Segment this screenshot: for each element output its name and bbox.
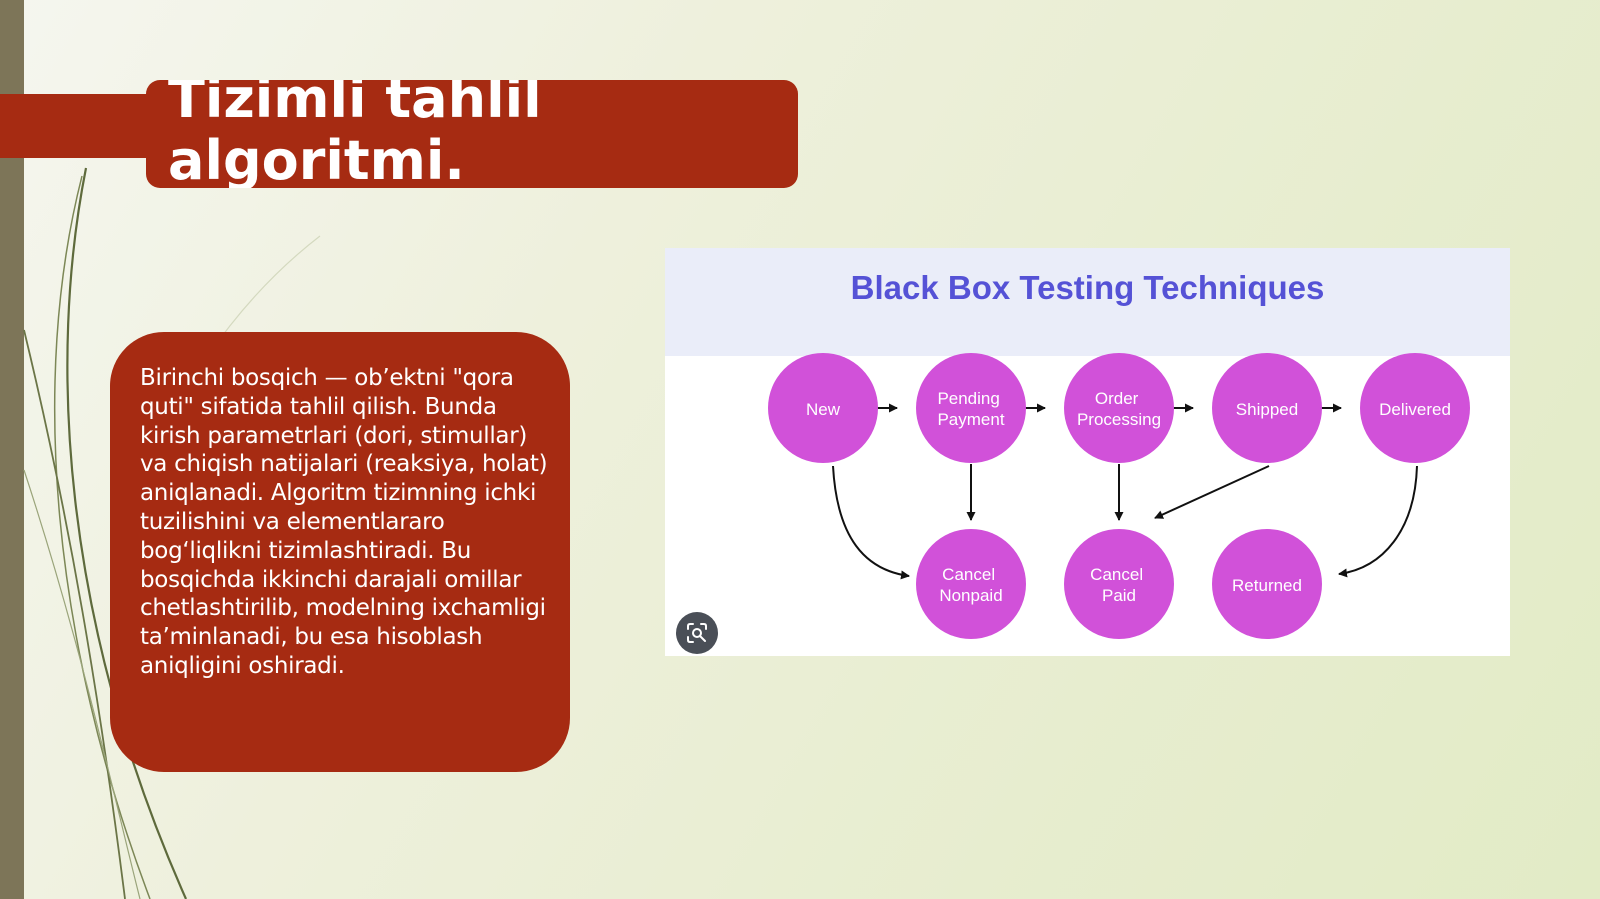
diagram-title: Black Box Testing Techniques [850,269,1325,306]
node-order-processing-label-1: Order [1095,389,1139,408]
node-cancel-paid: Cancel Paid [1064,529,1174,639]
content-box: Birinchi bosqich — ob’ektni "qora quti" … [110,332,570,772]
lens-search-button[interactable] [676,612,718,654]
node-new: New [768,353,878,463]
node-delivered: Delivered [1360,353,1470,463]
node-order-processing: Order Processing [1064,353,1174,463]
svg-text:Order Processing: Order Processing [1077,389,1161,429]
node-shipped-label: Shipped [1236,400,1298,419]
node-new-label: New [806,400,841,419]
title-box: Tizimli tahlil algoritmi. [146,80,798,188]
svg-text:Delivered: Delivered [1379,400,1451,419]
svg-text:Pending Payment: Pending Payment [937,389,1004,429]
node-shipped: Shipped [1212,353,1322,463]
edge-new-cancel-nonpaid [832,465,910,580]
svg-text:Returned: Returned [1232,576,1302,595]
node-returned-label: Returned [1232,576,1302,595]
slide-title: Tizimli tahlil algoritmi. [168,80,542,188]
edge-shipped-cancel-paid [1154,465,1270,519]
node-cancel-nonpaid: Cancel Nonpaid [916,529,1026,639]
node-delivered-label: Delivered [1379,400,1451,419]
node-returned: Returned [1212,529,1322,639]
title-accent-band [0,94,150,158]
node-pending-payment-label-1: Pending [937,389,999,408]
node-order-processing-label-2: Processing [1077,410,1161,429]
node-cancel-paid-label-2: Paid [1102,586,1136,605]
svg-text:Cancel Paid: Cancel Paid [1090,565,1148,605]
diagram-image: Black Box Testing Techniques New [665,248,1510,656]
node-pending-payment: Pending Payment [916,353,1026,463]
diagram-header [665,248,1510,356]
node-cancel-nonpaid-label-2: Nonpaid [939,586,1002,605]
diagram-edges [832,403,1418,580]
svg-text:New: New [806,400,841,419]
edge-delivered-returned [1338,465,1418,578]
svg-text:Shipped: Shipped [1236,400,1298,419]
node-pending-payment-label-2: Payment [937,410,1004,429]
node-cancel-paid-label-1: Cancel [1090,565,1143,584]
slide-body-text: Birinchi bosqich — ob’ektni "qora quti" … [140,365,548,679]
state-diagram: New Pending Payment Order Processing Shi… [768,353,1470,639]
svg-text:Cancel Nonpaid: Cancel Nonpaid [939,565,1002,605]
node-cancel-nonpaid-label-1: Cancel [942,565,995,584]
lens-search-icon [687,623,707,643]
